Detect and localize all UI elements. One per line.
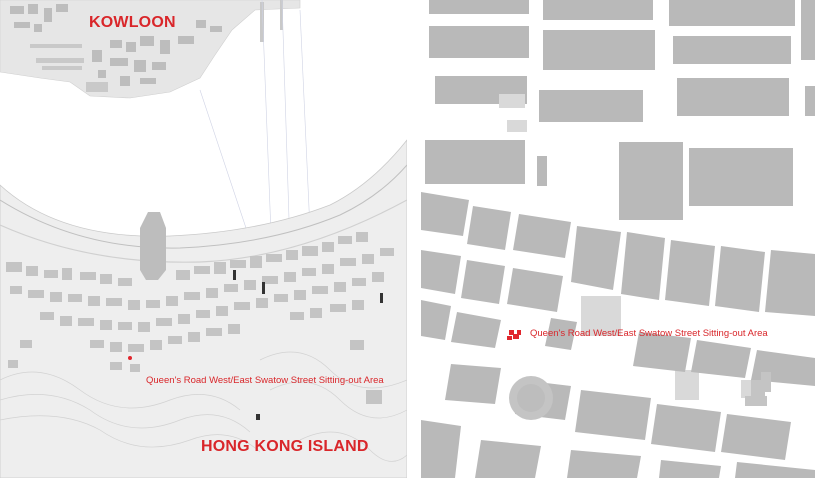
kowloon-buildings <box>10 4 222 86</box>
lower-blocks <box>421 332 815 478</box>
overview-map-canvas <box>0 0 407 478</box>
urban-blocks <box>6 232 394 404</box>
contour-lines <box>0 351 407 462</box>
detail-map[interactable]: Queen's Road West/East Swatow Street Sit… <box>421 0 815 478</box>
detail-map-canvas <box>421 0 815 478</box>
kowloon-label: KOWLOON <box>89 14 176 31</box>
overview-map[interactable]: KOWLOON Queen's Road West/East Swatow St… <box>0 0 407 478</box>
site-label-left: Queen's Road West/East Swatow Street Sit… <box>146 375 384 386</box>
circular-landmark <box>509 376 553 420</box>
stepped-cluster <box>745 372 771 406</box>
reclamation <box>140 212 166 280</box>
site-label-right: Queen's Road West/East Swatow Street Sit… <box>530 328 768 339</box>
harbour-lines <box>199 0 311 261</box>
hong-kong-island-label: HONG KONG ISLAND <box>201 438 369 455</box>
dark-blocks <box>233 270 383 420</box>
site-marker-detail[interactable] <box>507 330 521 340</box>
panel-divider <box>407 0 421 478</box>
site-marker[interactable] <box>128 356 132 360</box>
hong-kong-island-landmass <box>0 139 407 478</box>
kowloon-piers <box>30 0 283 92</box>
upper-blocks <box>425 0 815 220</box>
kowloon-landmass <box>0 0 301 99</box>
diagonal-blocks <box>421 192 815 350</box>
